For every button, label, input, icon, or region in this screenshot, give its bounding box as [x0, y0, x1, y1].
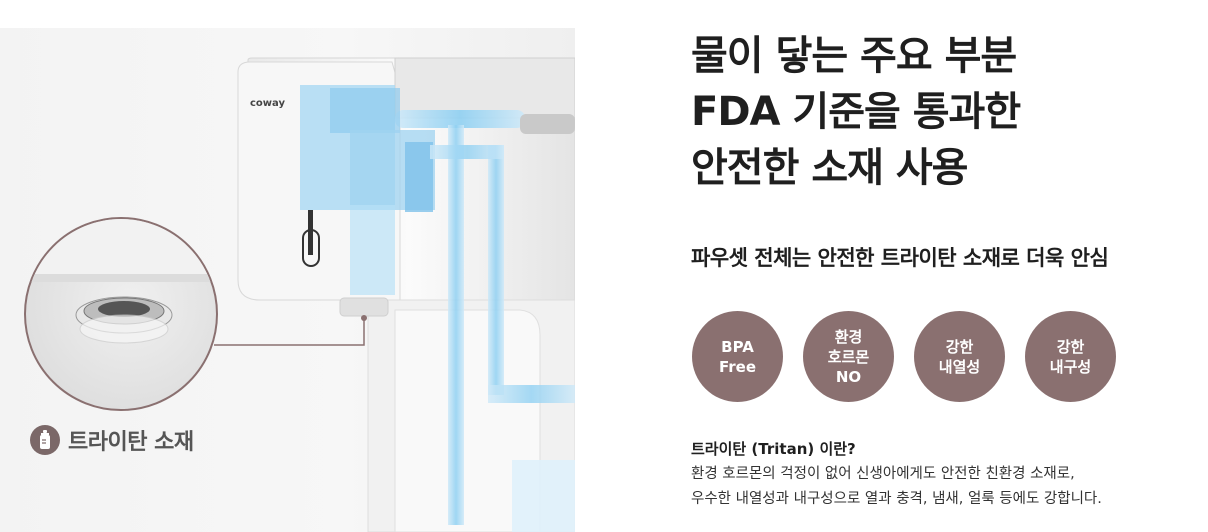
badge-line: NO [835, 367, 862, 386]
badge-bpa-free: BPA Free [692, 311, 783, 402]
badge-line: 강한 [1056, 337, 1085, 356]
nozzle-closeup-illustration [26, 219, 216, 344]
badge-line: 강한 [945, 337, 974, 356]
headline-line: 안전한 소재 사용 [691, 145, 968, 191]
feature-badges: BPA Free 환경 호르몬 NO 강한 내열성 강한 내구성 [692, 311, 1116, 402]
info-line: 우수한 내열성과 내구성으로 열과 충격, 냄새, 얼룩 등에도 강합니다. [691, 491, 1102, 507]
info-title: 트라이탄 (Tritan) 이란? [691, 440, 856, 458]
badge-line: 내구성 [1049, 357, 1092, 376]
info-description: 환경 호르몬의 걱정이 없어 신생아에게도 안전한 친환경 소재로, 우수한 내… [691, 462, 1102, 512]
badge-hormone-free: 환경 호르몬 NO [803, 311, 894, 402]
subheadline: 파우셋 전체는 안전한 트라이탄 소재로 더욱 안심 [691, 246, 1109, 270]
material-label: 트라이탄 소재 [30, 424, 194, 456]
badge-heat-resistance: 강한 내열성 [914, 311, 1005, 402]
brand-logo: coway [250, 98, 285, 109]
badge-line: Free [718, 357, 757, 376]
page-headline: 물이 닿는 주요 부분 FDA 기준을 통과한 안전한 소재 사용 [691, 28, 1021, 196]
product-image-panel: coway [0, 28, 575, 532]
headline-line: 물이 닿는 주요 부분 [691, 33, 1017, 79]
content-panel: 물이 닿는 주요 부분 FDA 기준을 통과한 안전한 소재 사용 파우셋 전체… [575, 0, 1208, 532]
badge-line: BPA [721, 337, 754, 356]
water-purifier-illustration [214, 57, 575, 532]
badge-line: 호르몬 [827, 347, 870, 366]
material-label-text: 트라이탄 소재 [68, 430, 194, 455]
headline-line: FDA 기준을 통과한 [691, 89, 1021, 135]
baby-bottle-icon [30, 425, 60, 455]
badge-line: 환경 [834, 327, 863, 346]
badge-line: 내열성 [938, 357, 981, 376]
badge-durability: 강한 내구성 [1025, 311, 1116, 402]
nozzle-zoom-callout [24, 217, 218, 411]
info-line: 환경 호르몬의 걱정이 없어 신생아에게도 안전한 친환경 소재로, [691, 466, 1075, 482]
